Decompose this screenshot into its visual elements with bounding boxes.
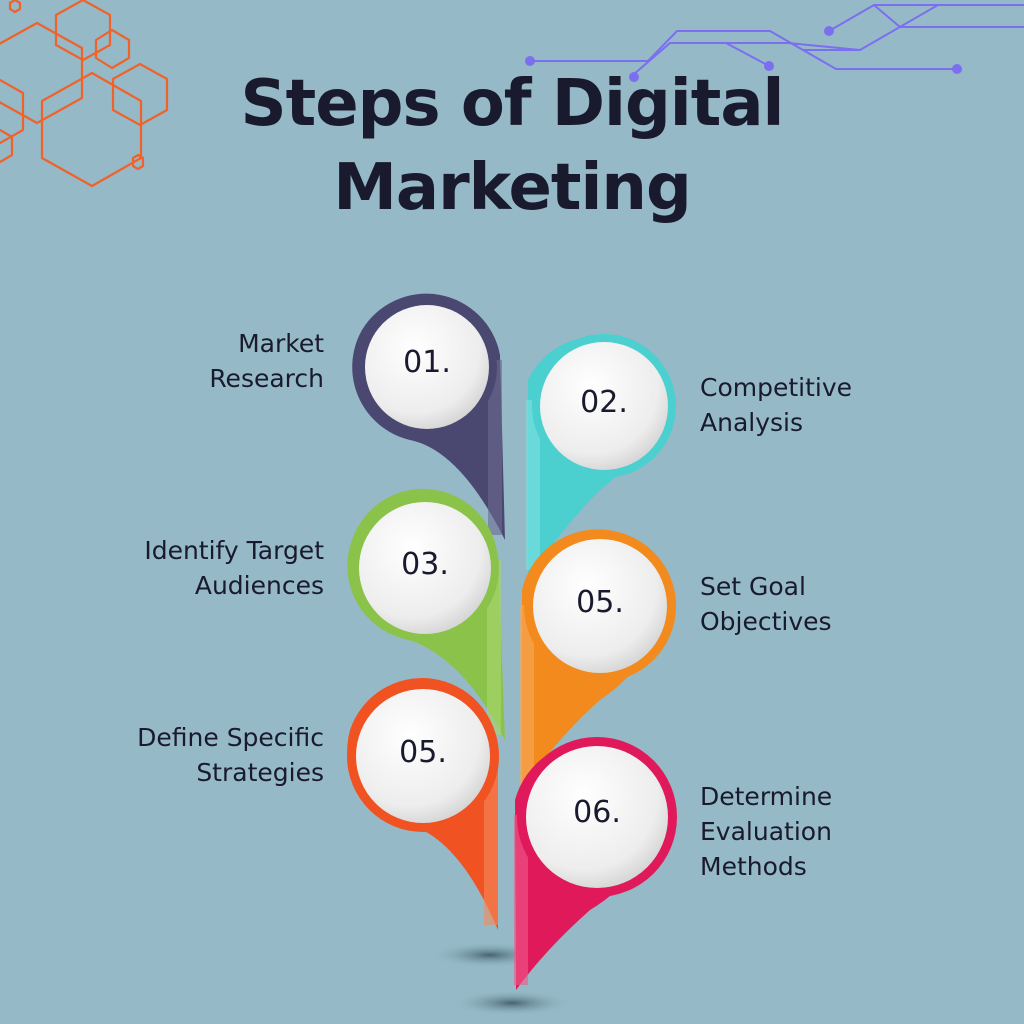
label-line: Strategies	[196, 758, 324, 787]
step-label-06: Determine Evaluation Methods	[700, 779, 832, 884]
step-label-05: Define Specific Strategies	[137, 720, 324, 790]
page-title: Steps of Digital Marketing	[0, 62, 1024, 230]
label-line: Audiences	[194, 571, 324, 600]
title-line-1: Steps of Digital	[240, 67, 785, 141]
label-line: Research	[209, 364, 324, 393]
label-line: Evaluation	[700, 817, 832, 846]
label-line: Identify Target	[144, 536, 324, 565]
label-line: Set Goal	[700, 572, 806, 601]
step-number-02: 02.	[580, 385, 628, 420]
hexagon-pattern-decoration	[0, 0, 169, 188]
label-line: Define Specific	[137, 723, 324, 752]
label-line: Objectives	[700, 607, 832, 636]
step-label-01: Market Research	[209, 326, 324, 396]
step-pin-03	[347, 488, 505, 740]
pin-shadow	[452, 990, 572, 1016]
step-number-04: 05.	[576, 585, 624, 620]
label-line: Determine	[700, 782, 833, 811]
step-pin-02	[526, 334, 676, 580]
label-line: Competitive	[700, 373, 853, 402]
step-pin-06	[514, 737, 677, 990]
step-label-02: Competitive Analysis	[700, 370, 852, 440]
step-pin-01	[352, 293, 505, 540]
step-pin-05	[347, 678, 499, 930]
circuit-lines-decoration	[525, 4, 1024, 82]
step-number-05: 05.	[399, 735, 447, 770]
label-line: Analysis	[700, 408, 804, 437]
label-line: Market	[238, 329, 324, 358]
step-label-03: Identify Target Audiences	[144, 533, 324, 603]
title-line-2: Marketing	[333, 151, 692, 225]
step-number-06: 06.	[573, 795, 621, 830]
step-pin-04	[520, 529, 676, 790]
label-line: Methods	[700, 852, 807, 881]
step-label-04: Set Goal Objectives	[700, 569, 832, 639]
step-number-03: 03.	[401, 547, 449, 582]
step-number-01: 01.	[403, 345, 451, 380]
